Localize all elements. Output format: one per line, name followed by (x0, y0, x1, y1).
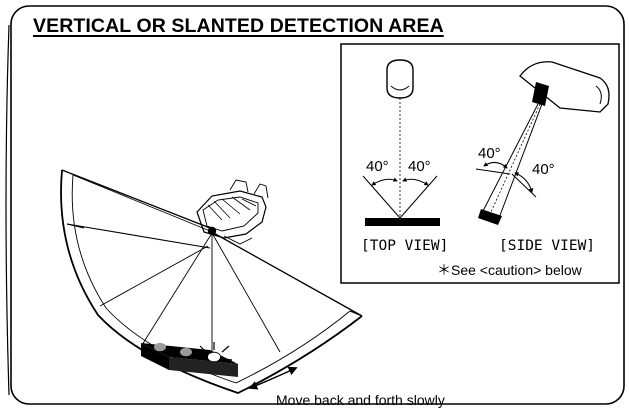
side-sensor-lens (532, 82, 549, 106)
side-floor-plate (478, 209, 502, 225)
side-view: 40° 40° [SIDE VIEW] (475, 61, 610, 254)
top-view: 40° 40° [TOP VIEW] (361, 59, 448, 254)
sensor-unit-icon (196, 179, 269, 245)
side-sensor-body (519, 61, 610, 113)
top-sensor-icon (386, 59, 414, 99)
caution-note: ＊See <caution> below (437, 262, 583, 278)
remote-button (154, 342, 166, 352)
remote-button (180, 347, 192, 357)
motion-caption: Move back and forth slowly (276, 392, 445, 408)
side-angle-left: 40° (478, 145, 501, 162)
remote-emitter (207, 351, 221, 363)
remote-control-icon (141, 342, 238, 377)
emission-rays (199, 342, 233, 361)
side-angle-right: 40° (532, 161, 555, 178)
top-angle-left: 40° (366, 158, 389, 175)
top-view-label: [TOP VIEW] (361, 238, 448, 254)
side-view-label: [SIDE VIEW] (499, 238, 595, 254)
page-title: VERTICAL OR SLANTED DETECTION AREA (33, 15, 444, 37)
top-angle-right: 40° (408, 158, 431, 175)
outer-frame (10, 5, 625, 405)
move-arrows (248, 366, 298, 390)
left-bracket-arc (5, 24, 10, 396)
top-floor-plate (365, 218, 440, 226)
